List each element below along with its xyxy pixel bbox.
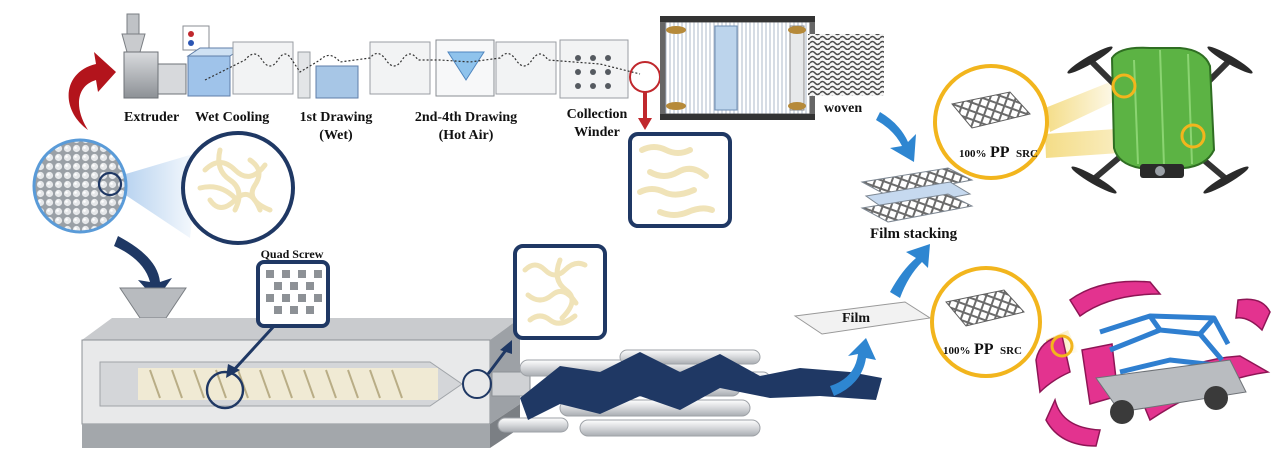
label-collection: Collection: [567, 107, 628, 122]
woven-fabric: [808, 34, 884, 96]
film-sheet: [793, 301, 932, 335]
label-film-stacking: Film stacking: [870, 226, 958, 242]
src-top-suffix: SRC: [1016, 148, 1038, 160]
car-part-marker: [1050, 334, 1074, 358]
src-top-pct: 100%: [959, 148, 987, 160]
extruder-unit: [121, 13, 187, 99]
src-bottom-pp: PP: [974, 341, 994, 358]
drone-zoom-beam-1: [1045, 78, 1126, 132]
indicator-red-icon: [188, 31, 194, 37]
navy-die-arrow-icon: [500, 340, 512, 354]
drone-graphic: [1067, 46, 1253, 194]
fiber-strands-2: [522, 257, 588, 326]
label-woven: woven: [824, 101, 862, 116]
pellet-cluster: [32, 138, 128, 234]
car-wheel-rear-icon: [1110, 400, 1134, 424]
car-chassis: [1095, 359, 1247, 424]
label-drawing-2-4-sub: (Hot Air): [439, 128, 494, 143]
red-down-arrow-icon: [638, 118, 652, 130]
indicator-blue-icon: [188, 40, 194, 46]
drawing-boxes: [232, 39, 629, 99]
label-wet-cooling: Wet Cooling: [195, 110, 269, 125]
navy-pointer-arrow-icon: [226, 364, 240, 378]
drone-camera-icon: [1155, 166, 1165, 176]
blue-up-arrow-1-icon: [830, 338, 876, 396]
label-extruder: Extruder: [124, 110, 179, 125]
label-film: Film: [842, 311, 870, 326]
navy-curved-arrow-icon: [114, 236, 172, 300]
weaving-loom: [660, 16, 815, 120]
car-frame: [1099, 313, 1231, 375]
fiber-path-line: [204, 52, 641, 81]
collection-zoom-circle: [629, 61, 661, 93]
blue-down-arrow-icon: [876, 112, 916, 162]
screw-zoom-marker: [205, 370, 245, 410]
label-first-drawing-sub: (Wet): [319, 128, 353, 143]
label-quad-screw: Quad Screw: [261, 247, 324, 261]
blue-up-arrow-2-icon: [890, 244, 930, 298]
quad-screw-extruder: [81, 287, 531, 448]
wet-cooling-bath: [182, 25, 244, 97]
src-label-top: 100% PP SRC: [959, 144, 1038, 161]
quad-screw-pattern: [266, 270, 322, 314]
film-stack-graphic: [860, 167, 974, 223]
src-weave-bottom: [945, 289, 1025, 327]
label-drawing-2-4: 2nd-4th Drawing: [415, 110, 517, 125]
drone-part-marker-1: [1111, 73, 1137, 99]
src-bottom-suffix: SRC: [1000, 345, 1022, 357]
fiber-zoom-box: [628, 132, 732, 228]
src-weave-top: [951, 91, 1031, 129]
fiber-strands-1: [197, 147, 273, 213]
pellet-zoom-marker: [97, 171, 123, 197]
film-sheet-flow: [520, 352, 882, 420]
label-first-drawing: 1st Drawing: [300, 110, 373, 125]
die-zoom-marker: [462, 369, 492, 399]
label-winder: Winder: [574, 125, 620, 140]
red-curved-arrow-icon: [68, 52, 116, 130]
src-zoom-bottom: [930, 266, 1042, 378]
src-top-pp: PP: [990, 144, 1010, 161]
src-bottom-pct: 100%: [943, 345, 971, 357]
car-wheel-front-icon: [1204, 386, 1228, 410]
drone-part-marker-2: [1180, 123, 1206, 149]
fiber-strands-3: [637, 144, 715, 218]
zoom-beam-pellet: [112, 152, 200, 238]
src-label-bottom: 100% PP SRC: [943, 341, 1022, 358]
